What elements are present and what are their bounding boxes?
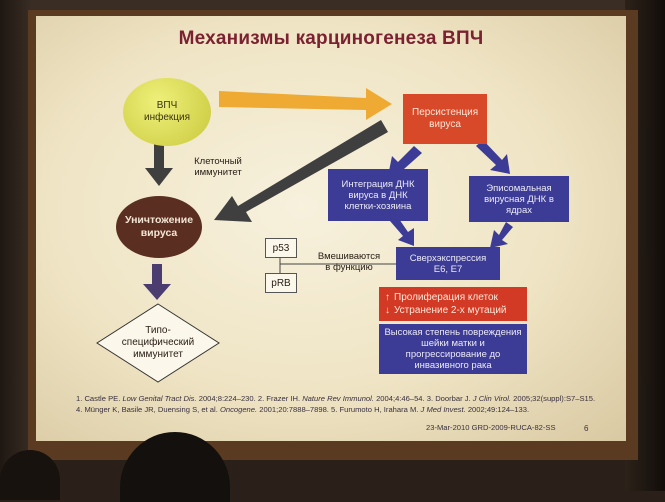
ref-2-details: 2004;4:46–54. bbox=[376, 394, 425, 403]
presentation-slide: Механизмы карциногенеза ВПЧ ВПЧ инфекция… bbox=[36, 16, 626, 441]
node-episomal-dna-label: Эписомальная вирусная ДНК в ядрах bbox=[484, 182, 554, 216]
node-type-specific-label: Типо-специфический иммунитет bbox=[121, 325, 195, 360]
arrow-destruction-to-immunity bbox=[143, 264, 171, 300]
diamond-type-specific bbox=[96, 303, 220, 383]
node-overexpression-line2: Е6, Е7 bbox=[433, 263, 463, 275]
box-p53: p53 bbox=[265, 238, 297, 258]
label-cellular-immunity: Клеточный иммунитет bbox=[194, 156, 242, 178]
footer-document-id: 23-Mar-2010 GRD-2009-RUCA-82-SS bbox=[426, 423, 556, 432]
node-high-degree-damage: Высокая степень повреждения шейки матки … bbox=[379, 324, 527, 374]
arrow-integration-to-overexpression bbox=[390, 216, 414, 246]
ref-5-journal: J Med Invest. bbox=[420, 404, 466, 414]
arrow-persistence-to-destruction bbox=[214, 120, 388, 222]
ref-3-details: 2005;32(suppl):S7–S15. bbox=[513, 394, 596, 403]
arrow-persistence-to-episomal bbox=[476, 140, 510, 174]
node-virus-destruction: Уничтожение вируса bbox=[116, 196, 202, 258]
arrow-episomal-to-overexpression bbox=[490, 222, 513, 248]
node-episomal-dna: Эписомальная вирусная ДНК в ядрах bbox=[469, 176, 569, 222]
node-persistence-label: Персистенция вируса bbox=[412, 107, 479, 130]
ref-4-details: 2001;20:7888–7898. bbox=[259, 404, 329, 414]
ref-5-author: 5. Furumoto H, Irahara M. bbox=[331, 404, 419, 414]
node-type-specific-immunity: Типо-специфический иммунитет bbox=[96, 302, 220, 384]
node-dna-integration: Интеграция ДНК вируса в ДНК клетки-хозяи… bbox=[328, 169, 428, 221]
node-mutations-label: Устранение 2-х мутаций bbox=[394, 305, 507, 316]
node-high-degree-label: Высокая степень повреждения шейки матки … bbox=[384, 327, 522, 371]
ref-1-author: 1. Castle PE. bbox=[76, 394, 121, 403]
ref-3-author: 3. Doorbar J. bbox=[426, 394, 471, 403]
box-prb: pRB bbox=[265, 273, 297, 293]
ref-4-author: 4. Münger K, Basile JR, Duensing S, et a… bbox=[76, 404, 218, 414]
ref-2-journal: Nature Rev Immunol. bbox=[302, 394, 374, 403]
ref-1-journal: Low Genital Tract Dis. bbox=[122, 394, 197, 403]
ref-4-journal: Oncogene. bbox=[219, 404, 258, 414]
ref-5-details: 2002;49:124–133. bbox=[467, 404, 530, 414]
node-virus-destruction-label: Уничтожение вируса bbox=[124, 214, 194, 239]
node-proliferation: ↑ Пролиферация клеток ↓ Устранение 2-х м… bbox=[379, 287, 527, 321]
arrow-infection-to-persistence bbox=[219, 88, 392, 120]
ref-1-details: 2004;8:224–230. bbox=[198, 394, 256, 403]
node-overexpression-line1: Сверхэкспрессия bbox=[409, 252, 487, 264]
ref-3-journal: J Clin Virol. bbox=[472, 394, 512, 403]
diagram-arrows bbox=[96, 88, 513, 383]
arrow-down-icon: ↓ bbox=[385, 305, 390, 316]
node-overexpression: Сверхэкспрессия Е6, Е7 bbox=[396, 247, 500, 280]
node-dna-integration-label: Интеграция ДНК вируса в ДНК клетки-хозяи… bbox=[341, 178, 415, 212]
label-interfere-line2: в функцию bbox=[325, 262, 373, 273]
node-persistence: Персистенция вируса bbox=[403, 94, 487, 144]
ref-2-author: 2. Frazer IH. bbox=[257, 394, 301, 403]
node-hpv-infection-label: ВПЧ инфекция bbox=[143, 100, 190, 123]
arrow-up-icon: ↑ bbox=[385, 292, 390, 303]
node-proliferation-label: Пролиферация клеток bbox=[394, 292, 498, 303]
slide-number: 6 bbox=[584, 424, 589, 433]
node-hpv-infection: ВПЧ инфекция bbox=[123, 78, 211, 146]
label-interfere-line1: Вмешиваются bbox=[317, 251, 381, 262]
arrow-infection-to-destruction bbox=[145, 140, 173, 186]
slide-title: Механизмы карциногенеза ВПЧ bbox=[178, 28, 484, 49]
references: 1. Castle PE. Low Genital Tract Dis. 200… bbox=[76, 394, 596, 415]
arrow-persistence-to-integration bbox=[388, 146, 422, 176]
label-interfere: Вмешиваются в функцию bbox=[304, 251, 394, 273]
